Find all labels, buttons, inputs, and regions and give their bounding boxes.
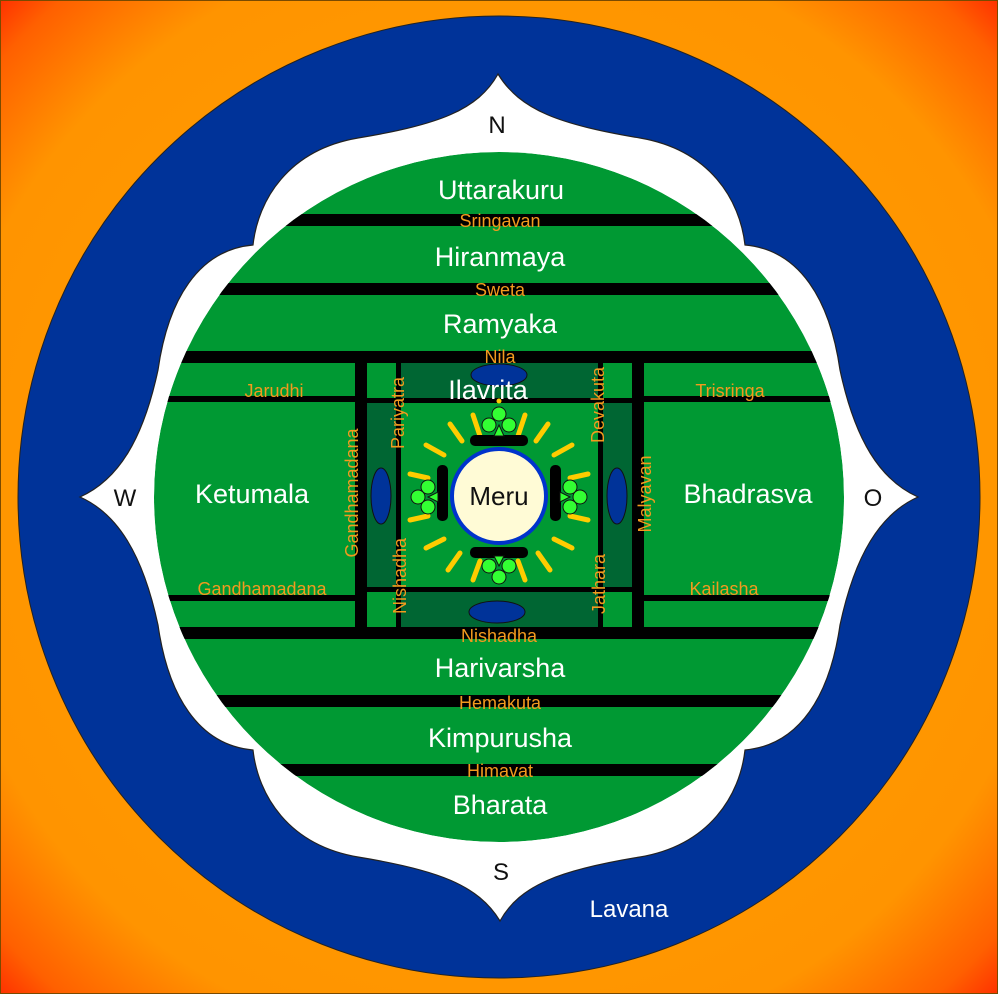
direction-north: N <box>488 112 505 139</box>
mountain-nishadha-south: Nishadha <box>461 626 538 646</box>
mountain-nila: Nila <box>484 347 516 367</box>
meru-mountain <box>450 447 548 545</box>
tree-north <box>481 406 517 437</box>
sringavan-range <box>154 214 844 226</box>
tree-west <box>410 479 439 515</box>
gandhamadana-vertical-range <box>355 357 367 633</box>
lake-south <box>468 600 526 624</box>
mountain-sweta: Sweta <box>475 280 526 300</box>
himavat-range <box>154 764 844 776</box>
ocean-label: Lavana <box>590 896 669 923</box>
mountain-gandhamadana-horizontal: Gandhamadana <box>197 579 327 599</box>
direction-west: W <box>114 485 137 512</box>
mountain-hemakuta: Hemakuta <box>459 693 542 713</box>
meru-rays <box>407 398 591 583</box>
nishadha-range <box>154 627 844 639</box>
mountain-sringavan: Sringavan <box>459 211 540 231</box>
meru-label: Meru <box>469 481 528 511</box>
hemakuta-range <box>154 695 844 707</box>
region-bhadrasva: Bhadrasva <box>683 479 813 509</box>
gandhamadana-west-range <box>154 595 362 601</box>
jarudhi-range <box>154 396 362 402</box>
region-hiranmaya: Hiranmaya <box>435 242 567 272</box>
mountain-jathara: Jathara <box>589 553 609 614</box>
trisringa-range <box>638 396 844 402</box>
tree-south <box>481 555 517 585</box>
malyavan-range <box>632 357 644 633</box>
mountain-himavat: Himavat <box>467 761 533 781</box>
region-harivarsha: Harivarsha <box>435 653 567 683</box>
region-kimpurusha: Kimpurusha <box>428 723 573 753</box>
mountain-jarudhi: Jarudhi <box>244 381 303 401</box>
mountain-kailasha: Kailasha <box>689 579 759 599</box>
mountain-malyavan: Malyavan <box>635 455 655 532</box>
kailasha-range <box>638 595 844 601</box>
meru-bars <box>437 435 561 558</box>
region-bharata: Bharata <box>453 790 549 820</box>
mountain-gandhamadana-vertical: Gandhamadana <box>342 427 362 557</box>
mountain-pariyatra: Pariyatra <box>388 376 408 449</box>
region-ramyaka: Ramyaka <box>443 309 558 339</box>
region-uttarakuru: Uttarakuru <box>438 175 564 205</box>
direction-east: O <box>864 485 883 512</box>
direction-south: S <box>493 859 509 886</box>
mountain-devakuta: Devakuta <box>588 366 608 443</box>
sweta-range <box>154 283 844 295</box>
mountain-nishadha-west: Nishadha <box>390 537 410 614</box>
lake-north <box>470 363 528 387</box>
region-ilavrita: Ilavrita <box>448 375 529 405</box>
tree-east <box>559 479 588 515</box>
lake-east <box>606 467 628 525</box>
mountain-trisringa: Trisringa <box>695 381 765 401</box>
region-ketumala: Ketumala <box>195 479 310 509</box>
lake-west <box>370 467 392 525</box>
nila-range <box>154 351 844 363</box>
